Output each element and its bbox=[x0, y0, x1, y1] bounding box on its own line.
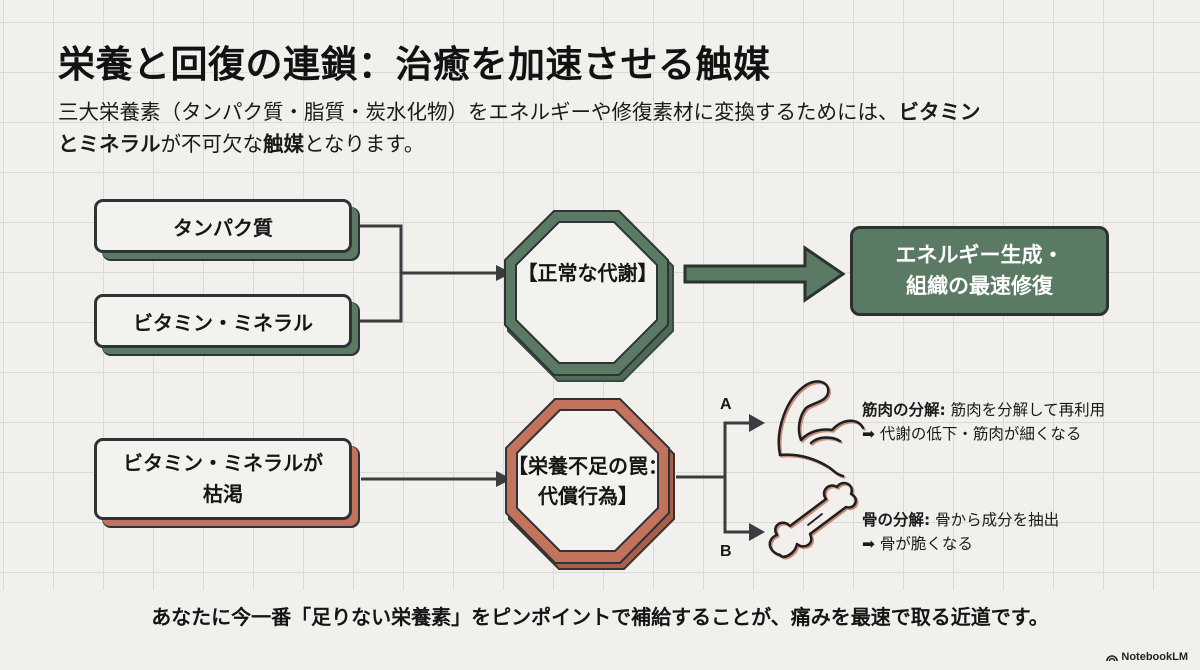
bone-breakdown-title: 骨の分解: bbox=[862, 511, 931, 529]
branch-a-letter: A bbox=[720, 396, 732, 413]
subtitle-bold-vitamin: ビタミン bbox=[898, 100, 981, 124]
result-line-2: 組織の最速修復 bbox=[906, 274, 1053, 298]
muscle-breakdown-title: 筋肉の分解: bbox=[862, 401, 946, 419]
depleted-input-line-2: 枯渇 bbox=[203, 482, 243, 506]
bone-icon bbox=[768, 481, 859, 560]
muscle-breakdown-consequence: ➡ 代謝の低下・筋肉が細くなる bbox=[862, 425, 1082, 443]
result-box: エネルギー生成・ 組織の最速修復 bbox=[850, 226, 1109, 316]
subtitle-text-3: となります。 bbox=[304, 132, 425, 156]
top-merge-connector bbox=[357, 224, 512, 323]
nutrient-deficit-octagon bbox=[505, 398, 675, 570]
input-protein-label: タンパク質 bbox=[173, 215, 273, 240]
subtitle: 三大栄養素（タンパク質・脂質・炭水化物）をエネルギーや修復素材に変換するためには… bbox=[58, 96, 1158, 160]
input-vitamin-mineral-label: ビタミン・ミネラル bbox=[133, 310, 313, 335]
page-title: 栄養と回復の連鎖：治癒を加速させる触媒 bbox=[58, 43, 771, 86]
subtitle-text-2: が不可欠な bbox=[160, 132, 264, 156]
depleted-input-line-1: ビタミン・ミネラルが bbox=[123, 451, 323, 475]
normal-metabolism-label: 【正常な代謝】 bbox=[517, 261, 658, 285]
arrow-head-icon bbox=[496, 471, 512, 487]
branch-b-letter: B bbox=[720, 543, 732, 560]
brand-label: NotebookLM bbox=[1121, 651, 1188, 663]
notebooklm-logo-icon bbox=[1106, 655, 1119, 662]
subtitle-bold-catalyst: 触媒 bbox=[263, 132, 304, 156]
bone-breakdown-consequence: ➡ 骨が脆くなる bbox=[862, 535, 973, 553]
input-vitamin-mineral-box: ビタミン・ミネラル bbox=[94, 294, 352, 348]
bone-breakdown-description: 骨の分解: 骨から成分を抽出 ➡ 骨が脆くなる bbox=[862, 508, 1059, 556]
depleted-input-box: ビタミン・ミネラルが 枯渇 bbox=[94, 438, 352, 520]
result-line-1: エネルギー生成・ bbox=[895, 243, 1064, 267]
subtitle-text: 三大栄養素（タンパク質・脂質・炭水化物）をエネルギーや修復素材に変換するためには… bbox=[58, 100, 899, 124]
flexed-arm-icon bbox=[777, 380, 866, 479]
bottom-connector bbox=[361, 471, 512, 487]
bone-breakdown-detail: 骨から成分を抽出 bbox=[935, 511, 1060, 529]
subtitle-bold-mineral: とミネラル bbox=[58, 132, 161, 156]
input-protein-box: タンパク質 bbox=[94, 199, 352, 253]
arrow-head-a-icon bbox=[749, 414, 765, 432]
normal-metabolism-octagon bbox=[504, 210, 674, 382]
deficit-trap-label: 【栄養不足の罠： 代償行為】 bbox=[508, 454, 668, 508]
muscle-breakdown-description: 筋肉の分解: 筋肉を分解して再利用 ➡ 代謝の低下・筋肉が細くなる bbox=[862, 398, 1105, 446]
notebooklm-brand: NotebookLM bbox=[1106, 651, 1188, 663]
muscle-breakdown-detail: 筋肉を分解して再利用 bbox=[950, 401, 1106, 419]
big-green-arrow-icon bbox=[683, 245, 846, 303]
footer-message: あなたに今一番「足りない栄養素」をピンポイントで補給することが、痛みを最速で取る… bbox=[151, 605, 1049, 629]
branch-connector bbox=[676, 414, 765, 541]
arrow-head-b-icon bbox=[749, 523, 765, 541]
